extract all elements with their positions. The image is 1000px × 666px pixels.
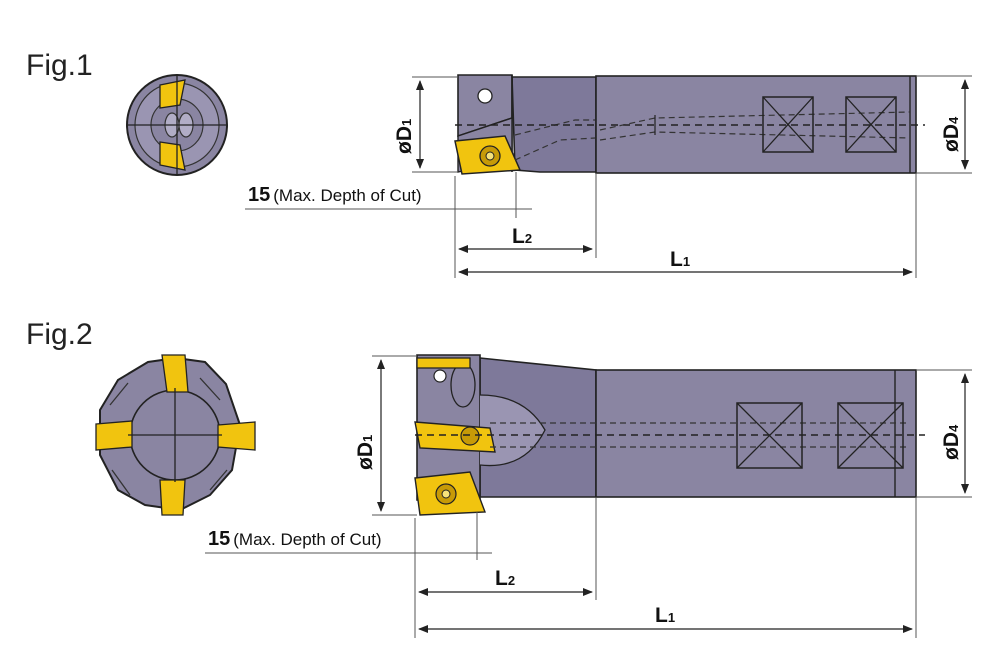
figure-2-end-view [95, 354, 256, 516]
insert-icon [217, 421, 256, 451]
figure-2-side-view [414, 354, 925, 516]
insert-icon [159, 479, 186, 516]
dim-l1-label: L1 [670, 248, 690, 271]
dim-d1-label: øD1 [393, 119, 416, 154]
figure-2-dimensions: øD1 øD4 15(Max. Depth of Cut) L2 [205, 355, 972, 638]
figure-1-title: Fig.1 [26, 49, 93, 82]
figure-1: Fig.1 [26, 49, 972, 278]
dim-d1-label: øD1 [354, 435, 377, 470]
figure-1-dimensions: øD1 øD4 15(Max. Depth of Cut) L2 [245, 75, 972, 278]
insert-icon [95, 420, 133, 451]
max-depth-of-cut-label: 15(Max. Depth of Cut) [208, 528, 382, 550]
dim-l1-label: L1 [655, 604, 675, 627]
figure-2: Fig.2 [26, 318, 972, 638]
max-depth-of-cut-label: 15(Max. Depth of Cut) [248, 184, 422, 206]
insert-icon [416, 357, 471, 369]
dim-l2-label: L2 [512, 225, 532, 248]
dim-l2-label: L2 [495, 567, 515, 590]
figure-2-title: Fig.2 [26, 318, 93, 351]
figure-1-side-view [454, 74, 925, 175]
dim-d4-label: øD4 [940, 116, 963, 152]
insert-icon [161, 354, 189, 393]
figure-1-end-view [126, 74, 228, 176]
dim-d4-label: øD4 [940, 424, 963, 460]
insert-icon [159, 141, 186, 171]
